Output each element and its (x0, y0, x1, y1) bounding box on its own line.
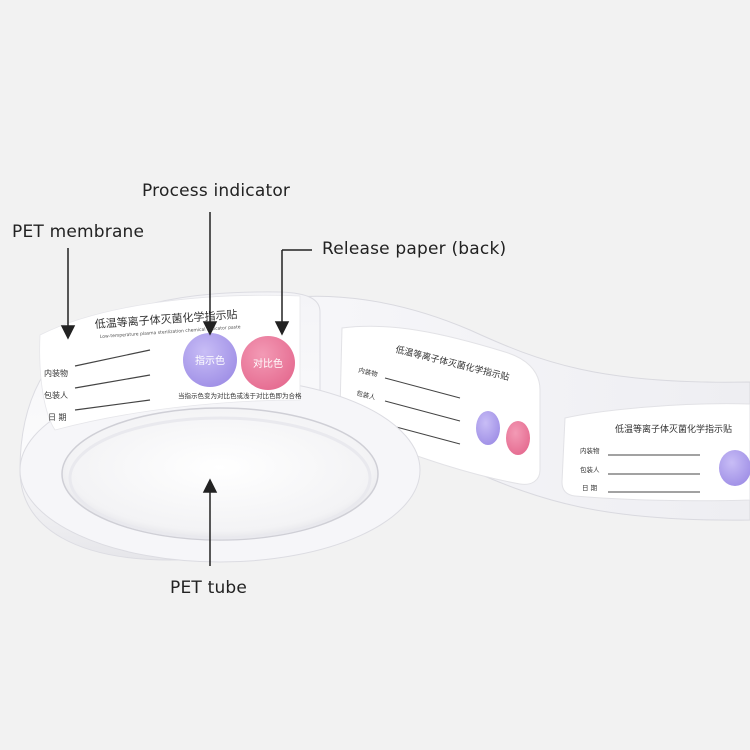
svg-text:低温等离子体灭菌化学指示贴: 低温等离子体灭菌化学指示贴 (615, 423, 732, 435)
label-on-strip: 低温等离子体灭菌化学指示贴 内装物 包装人 日 期 (339, 325, 541, 485)
indicator-color-dot (183, 333, 237, 387)
svg-text:包装人: 包装人 (44, 390, 68, 400)
contrast-color-dot (241, 336, 295, 390)
callout-pet-tube: PET tube (170, 578, 248, 598)
qualification-note: 当指示色变为对比色或浅于对比色即为合格 (178, 391, 302, 400)
callout-process-indicator: Process indicator (142, 181, 291, 201)
indicator-color-text: 指示色 (195, 354, 225, 367)
label-on-roll: 低温等离子体灭菌化学指示贴 Low-temperature plasma ste… (39, 294, 302, 431)
svg-text:内装物: 内装物 (44, 368, 68, 378)
svg-text:包装人: 包装人 (580, 465, 600, 474)
label-far-right: 低温等离子体灭菌化学指示贴 内装物 包装人 日 期 (561, 403, 750, 502)
callout-arrows (60, 212, 312, 566)
callout-release-paper: Release paper (back) (322, 239, 507, 259)
svg-text:日 期: 日 期 (582, 484, 598, 492)
contrast-color-text: 对比色 (253, 357, 283, 370)
svg-text:日 期: 日 期 (48, 413, 67, 422)
svg-text:内装物: 内装物 (580, 446, 600, 455)
callout-pet-membrane: PET membrane (12, 222, 145, 242)
pet-tube-opening (61, 407, 379, 541)
